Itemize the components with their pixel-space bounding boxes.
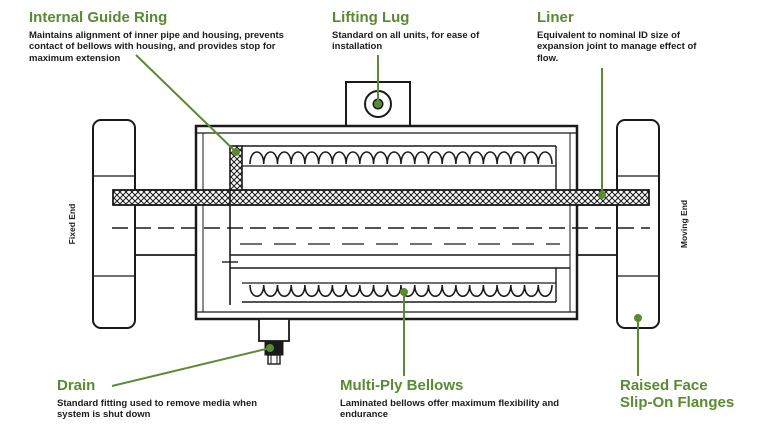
callout-description: Standard fitting used to remove media wh… — [57, 397, 258, 421]
callout-title-line2: Slip-On Flanges — [620, 393, 735, 411]
callout-description: Laminated bellows offer maximum flexibil… — [340, 397, 560, 421]
callout-title: Multi-Ply Bellows — [340, 377, 464, 394]
callout-title: Lifting Lug — [332, 9, 410, 26]
callout-title: Drain — [57, 377, 96, 394]
callout-multi-ply-bellows: Multi-Ply Bellows Laminated bellows offe… — [340, 377, 570, 421]
moving-end-label: Moving End — [679, 199, 689, 249]
drain-fitting — [258, 318, 290, 365]
callout-leaders — [111, 54, 642, 387]
callout-description: Standard on all units, for ease of insta… — [332, 29, 480, 53]
callout-liner: Liner Equivalent to nominal ID size of e… — [537, 9, 697, 65]
callout-lifting-lug: Lifting Lug Standard on all units, for e… — [332, 9, 502, 53]
callout-internal-guide-ring: Internal Guide Ring Maintains alignment … — [29, 9, 299, 65]
bellows — [242, 145, 557, 303]
callout-description: Equivalent to nominal ID size of expansi… — [537, 29, 697, 65]
fixed-end-label: Fixed End — [67, 203, 77, 245]
liner-band — [112, 189, 650, 206]
callout-drain: Drain Standard fitting used to remove me… — [57, 377, 267, 421]
callout-title-line1: Raised Face — [620, 377, 708, 394]
right-flange — [616, 119, 660, 329]
callout-title: Internal Guide Ring — [29, 9, 168, 26]
internal-guide-ring — [222, 145, 243, 305]
callout-description: Maintains alignment of inner pipe and ho… — [29, 29, 284, 65]
callout-title: Liner — [537, 9, 574, 26]
left-flange — [92, 119, 136, 329]
callout-raised-face-flanges: Raised Face Slip-On Flanges — [620, 377, 760, 411]
